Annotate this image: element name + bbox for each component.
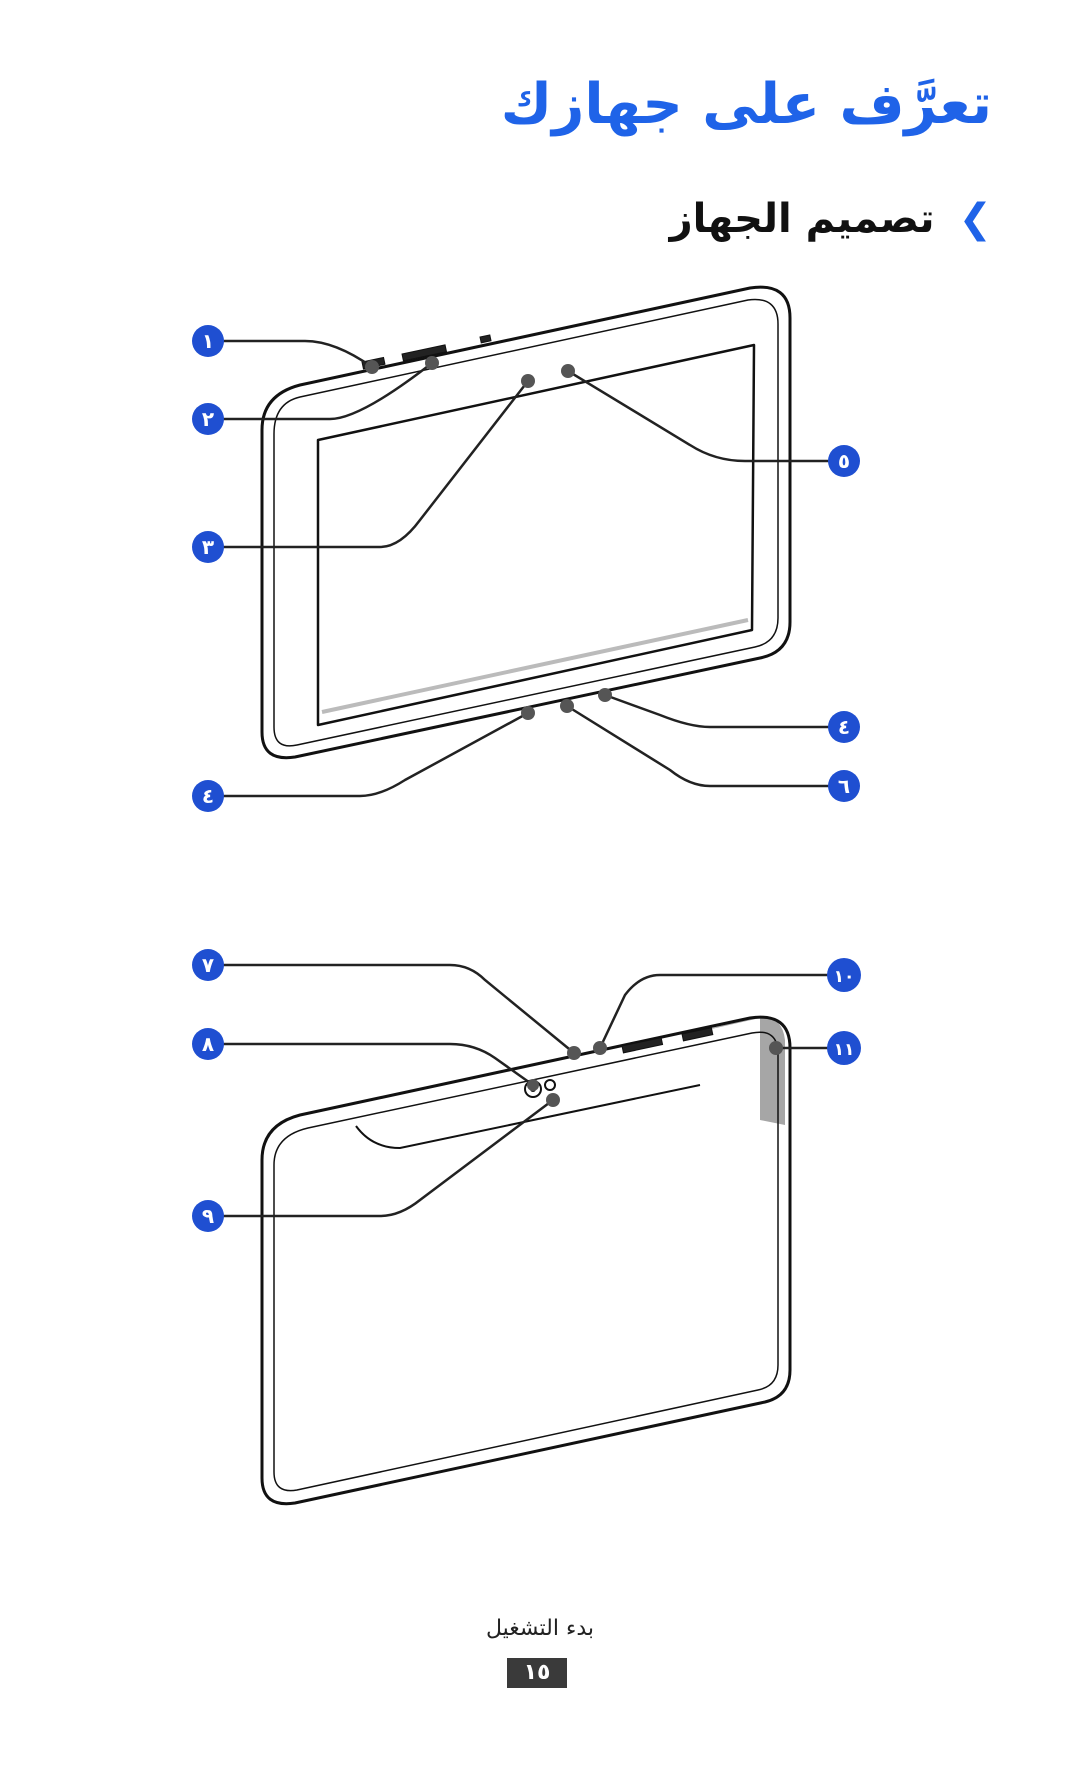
section-heading: ❯ تصميم الجهاز — [670, 196, 992, 242]
svg-text:٣: ٣ — [202, 535, 214, 559]
svg-text:٧: ٧ — [202, 953, 214, 977]
callout-10: ١٠ — [827, 958, 861, 992]
callout-5: ٥ — [828, 445, 860, 477]
footer-section-label: بدء التشغيل — [485, 1616, 594, 1641]
front-leader-dots — [365, 356, 612, 720]
callout-4-right: ٤ — [828, 711, 860, 743]
section-title: تصميم الجهاز — [669, 196, 935, 242]
chevron-icon: ❯ — [958, 196, 992, 242]
svg-text:٨: ٨ — [202, 1032, 214, 1056]
page-number: ١٥ — [507, 1658, 567, 1688]
callout-1: ١ — [192, 325, 224, 357]
page-title: تعرَّف على جهازك — [500, 72, 992, 137]
back-leaders — [222, 963, 832, 1218]
svg-text:٤: ٤ — [838, 715, 850, 739]
svg-text:٩: ٩ — [202, 1204, 214, 1228]
callout-7: ٧ — [192, 949, 224, 981]
callout-6: ٦ — [828, 770, 860, 802]
callout-4-left: ٤ — [192, 780, 224, 812]
svg-text:٤: ٤ — [202, 784, 214, 808]
device-diagram: ١ ٢ ٣ ٥ ٤ ٤ ٦ — [192, 285, 861, 1506]
svg-text:١١: ١١ — [834, 1040, 855, 1060]
svg-text:٢: ٢ — [202, 407, 214, 431]
svg-text:٥: ٥ — [838, 449, 850, 473]
svg-text:١: ١ — [202, 329, 214, 353]
tablet-back — [260, 1015, 792, 1506]
back-leader-dots — [527, 1041, 783, 1107]
callout-11: ١١ — [827, 1031, 861, 1065]
front-leaders — [222, 339, 832, 798]
callout-8: ٨ — [192, 1028, 224, 1060]
callout-9: ٩ — [192, 1200, 224, 1232]
svg-text:١٠: ١٠ — [834, 967, 855, 987]
svg-text:٦: ٦ — [838, 774, 850, 798]
callout-3: ٣ — [192, 531, 224, 563]
callout-2: ٢ — [192, 403, 224, 435]
tablet-front — [260, 285, 792, 760]
